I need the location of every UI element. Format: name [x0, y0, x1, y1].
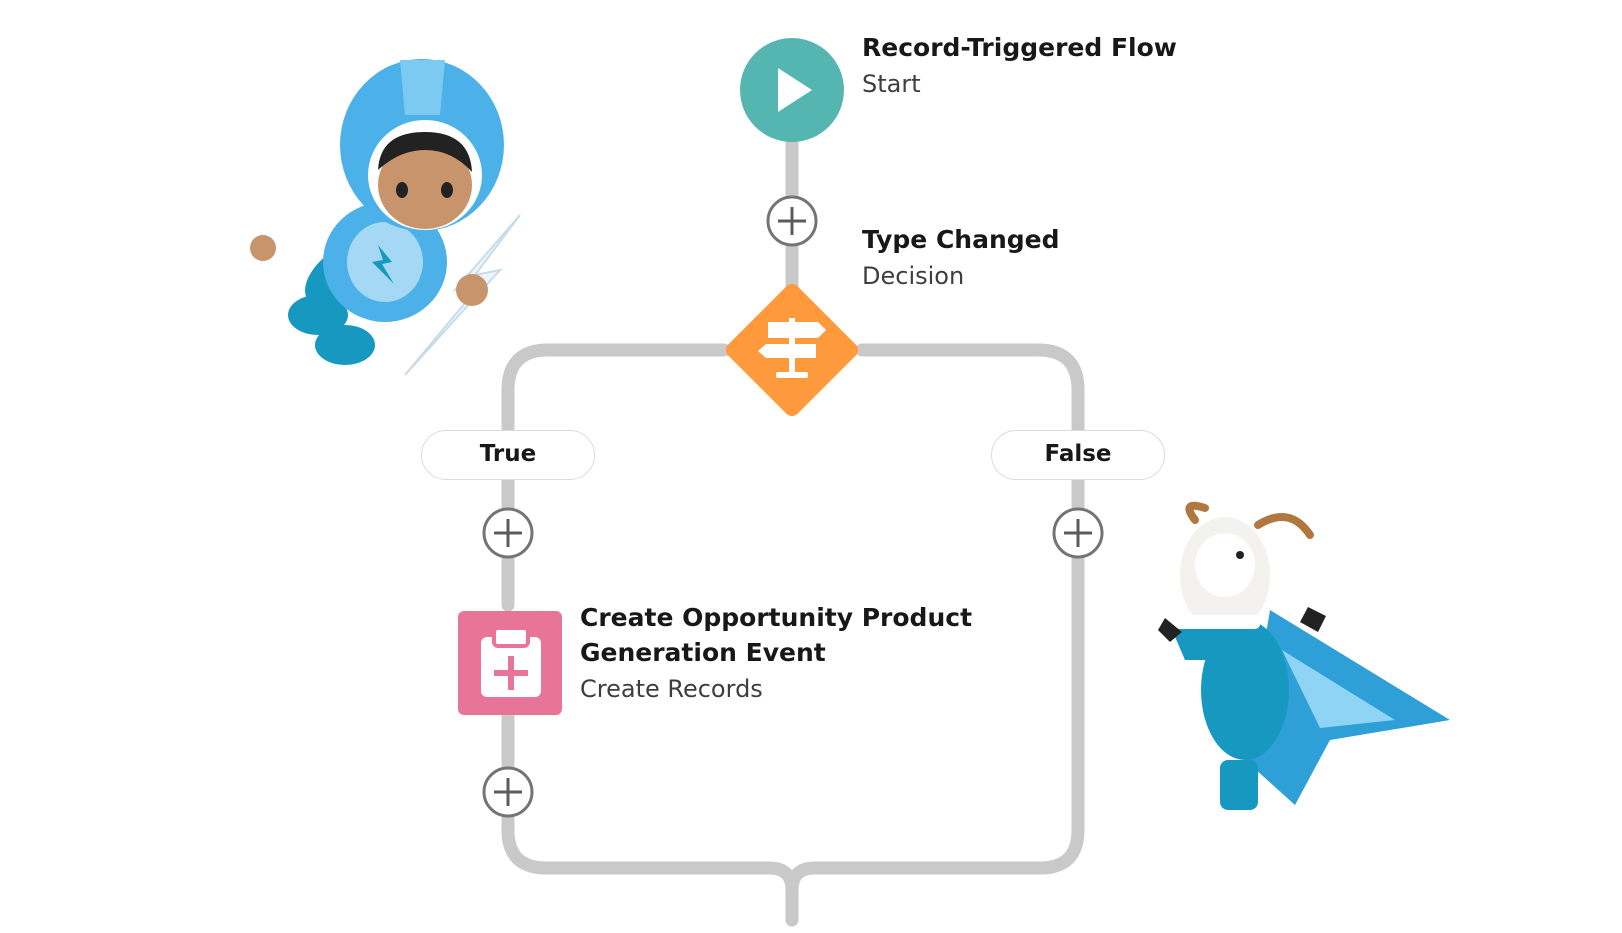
add-button-false-branch[interactable]: [1052, 507, 1104, 559]
codey-goat-icon: [1158, 501, 1450, 810]
add-button-after-create[interactable]: [482, 766, 534, 818]
create-title-line1: Create Opportunity Product: [580, 603, 973, 632]
branch-true-label[interactable]: True: [421, 430, 595, 480]
plus-circle-icon: [778, 207, 806, 235]
clipboard-icon: [481, 626, 541, 697]
decision-subtitle: Decision: [862, 262, 965, 290]
start-title: Record-Triggered Flow: [862, 33, 1177, 62]
decision-node[interactable]: [723, 281, 862, 420]
start-subtitle: Start: [862, 70, 921, 98]
plus-circle-icon: [494, 519, 522, 547]
astro-icon: [250, 59, 521, 376]
create-subtitle: Create Records: [580, 675, 763, 703]
signpost-icon: [758, 318, 826, 378]
plus-circle-icon: [494, 778, 522, 806]
create-title-line2: Generation Event: [580, 638, 826, 667]
add-button-start[interactable]: [766, 195, 818, 247]
decision-title: Type Changed: [862, 225, 1060, 254]
play-icon: [778, 68, 812, 112]
start-node[interactable]: [740, 38, 844, 142]
connector-lines: [501, 133, 1085, 927]
plus-circle-icon: [1064, 519, 1092, 547]
create-records-node[interactable]: [458, 611, 562, 715]
branch-false-label[interactable]: False: [991, 430, 1165, 480]
add-button-true-branch[interactable]: [482, 507, 534, 559]
